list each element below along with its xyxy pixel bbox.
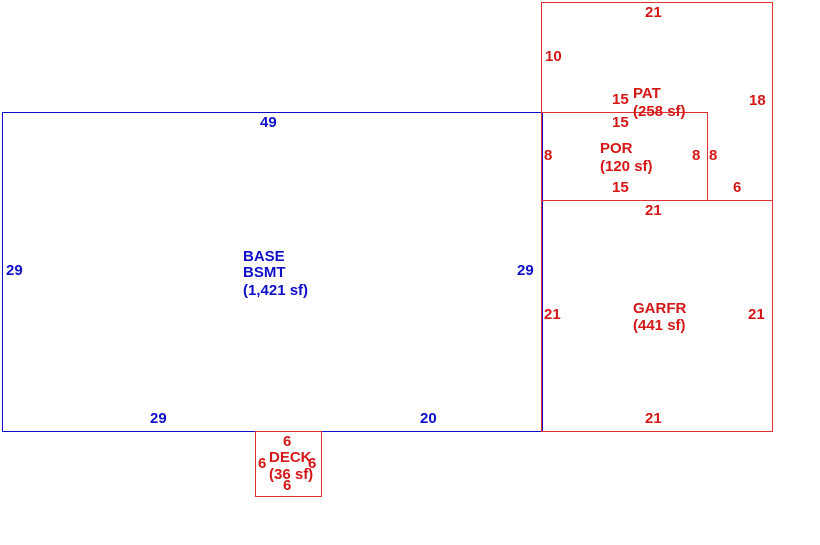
pat-dim-right: 18 [749, 92, 766, 109]
pat-dim-top: 21 [645, 4, 662, 21]
base-dim-left: 29 [6, 262, 23, 279]
pat-dim-bottom-right: 6 [733, 179, 742, 196]
garfr-dim-right: 21 [748, 306, 765, 323]
deck-dim-top: 6 [283, 433, 292, 450]
garfr-area-label: (441 sf) [633, 317, 686, 334]
base-dim-top: 49 [260, 114, 277, 131]
base-code-label: BASE [243, 248, 285, 265]
por-dim-right-outer: 8 [709, 147, 718, 164]
por-code-label: POR [600, 140, 633, 157]
garfr-area-outline [541, 200, 773, 432]
deck-code-label: DECK [269, 449, 312, 466]
por-dim-bottom: 15 [612, 179, 629, 196]
deck-dim-left: 6 [258, 455, 267, 472]
por-area-label: (120 sf) [600, 158, 653, 175]
base-dim-bottom-left: 29 [150, 410, 167, 427]
garfr-code-label: GARFR [633, 300, 687, 317]
deck-area-outline [255, 431, 322, 497]
garfr-dim-bottom: 21 [645, 410, 662, 427]
garfr-dim-top: 21 [645, 202, 662, 219]
base-dim-right: 29 [517, 262, 534, 279]
base-area-label: (1,421 sf) [243, 282, 309, 299]
garfr-dim-left: 21 [544, 306, 561, 323]
por-dim-left: 8 [544, 147, 553, 164]
pat-area-label: (258 sf) [633, 103, 686, 120]
pat-dim-inner-top: 15 [612, 91, 629, 108]
por-dim-right-inner: 8 [692, 147, 701, 164]
pat-code-label: PAT [633, 85, 661, 102]
pat-dim-left: 10 [545, 48, 562, 65]
deck-dim-right: 6 [308, 455, 317, 472]
deck-area-label: (36 sf) [269, 466, 314, 483]
deck-dim-bottom: 6 [283, 477, 292, 494]
por-dim-top: 15 [612, 114, 629, 131]
base-dim-bottom-right: 20 [420, 410, 437, 427]
base-sub-label: BSMT [243, 264, 286, 281]
